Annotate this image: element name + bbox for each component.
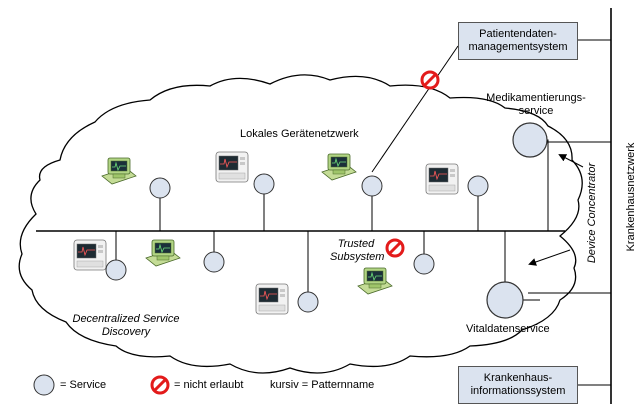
- hospital-network-label: Krankenhausnetzwerk: [625, 142, 636, 252]
- prohibited-icon: [420, 70, 440, 90]
- decentralized-discovery-label: Decentralized Service Discovery: [64, 313, 188, 339]
- forbidden-connection: [371, 45, 459, 173]
- device-concentrator-arrow-top: [558, 154, 584, 168]
- clouds: [18, 74, 583, 374]
- legend-pattern-name: kursiv = Patternname: [270, 379, 375, 391]
- ecg-monitor-icon: [215, 151, 249, 183]
- service-circle-icon: [33, 374, 55, 396]
- medication-service-line2: service: [518, 105, 554, 117]
- service-circle-icon: [297, 291, 319, 313]
- device-concentrator-label: Device Concentrator: [586, 162, 598, 264]
- outer-cloud: [18, 74, 583, 374]
- legend-not-allowed: = nicht erlaubt: [174, 379, 244, 391]
- decentralized-discovery-line1: Decentralized Service: [72, 313, 180, 325]
- medication-service-label: Medikamentierungs- service: [478, 92, 594, 118]
- hospital-info-system-line2: informationssystem: [470, 385, 566, 397]
- prohibited-icon: [150, 375, 170, 395]
- service-circle-icon: [105, 259, 127, 281]
- medication-service-circle: [512, 122, 548, 158]
- decentralized-discovery-line2: Discovery: [101, 326, 151, 338]
- hospital-info-system-line1: Krankenhaus-: [483, 372, 553, 384]
- service-circle-icon: [253, 173, 275, 195]
- ecg-monitor-icon: [73, 239, 107, 271]
- hospital-info-system-box: Krankenhaus- informationssystem: [458, 366, 578, 404]
- trusted-subsystem-line2: Subsystem: [330, 251, 385, 263]
- trusted-subsystem-line1: Trusted: [337, 238, 375, 250]
- device-concentrator-arrow-bottom: [528, 249, 571, 266]
- patient-data-system-line1: Patientendaten-: [479, 28, 557, 40]
- vital-data-service-label: Vitaldatenservice: [466, 323, 550, 335]
- ecg-monitor-icon: [425, 163, 459, 195]
- legend-service: = Service: [60, 379, 107, 391]
- service-circle-icon: [467, 175, 489, 197]
- service-circle-icon: [149, 177, 171, 199]
- patient-data-system-line2: managementsystem: [468, 41, 568, 53]
- medication-service-line1: Medikamentierungs-: [486, 92, 586, 104]
- service-circle-icon: [413, 253, 435, 275]
- device-services: [105, 173, 489, 313]
- service-circle-icon: [361, 175, 383, 197]
- prohibited-icon: [385, 238, 405, 258]
- vital-data-service-circle: [486, 281, 524, 319]
- ecg-monitor-icon: [255, 283, 289, 315]
- service-circle-icon: [203, 251, 225, 273]
- trusted-subsystem-label: Trusted Subsystem: [330, 238, 385, 264]
- local-network-label: Lokales Gerätenetzwerk: [240, 128, 359, 140]
- patient-data-system-box: Patientendaten- managementsystem: [458, 22, 578, 60]
